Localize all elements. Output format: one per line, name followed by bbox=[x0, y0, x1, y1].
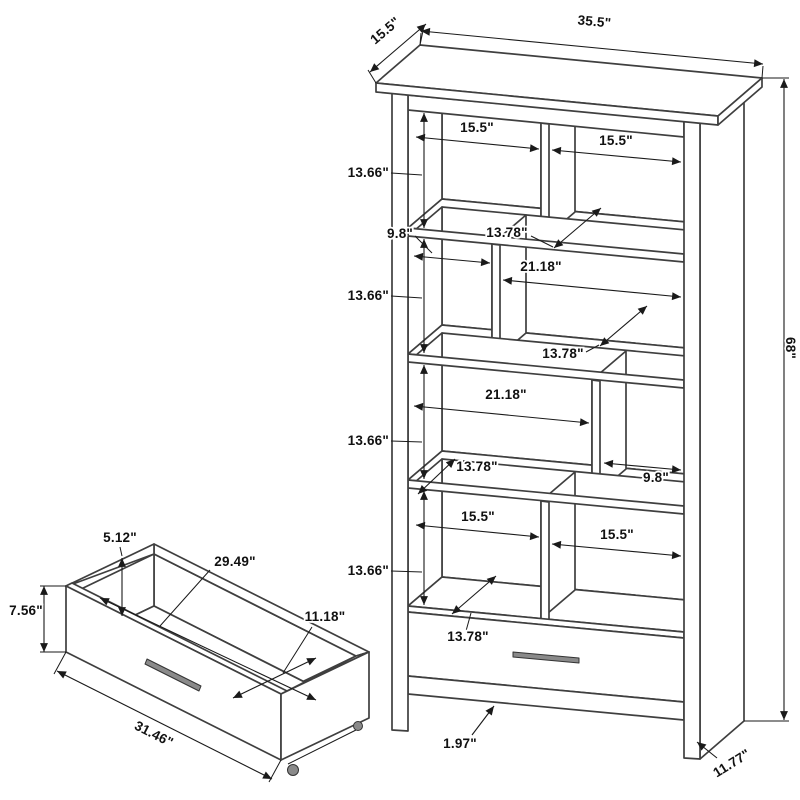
dim-label-overall-height: 68" bbox=[783, 337, 798, 359]
dim-label-row4-right-width: 15.5" bbox=[600, 527, 634, 542]
dim-line-row4-right-width bbox=[551, 540, 682, 560]
top-slab-side-face bbox=[717, 77, 763, 126]
dim-leader-leg bbox=[696, 741, 718, 759]
drawer-right-end-face bbox=[280, 651, 370, 761]
drawer-drawing bbox=[65, 543, 370, 776]
dim-line-row3-depth bbox=[417, 458, 456, 495]
dim-label-row1-depth: 13.78" bbox=[486, 225, 527, 240]
row4-divider-front bbox=[540, 500, 550, 621]
dim-label-row2-height: 13.66" bbox=[348, 288, 389, 303]
dim-label-drawer-inner-depth: 11.18" bbox=[305, 609, 346, 624]
dim-line-row4-left-width bbox=[415, 521, 540, 541]
dim-label-row4-height: 13.66" bbox=[348, 563, 389, 578]
dim-label-row3-left-width: 21.18" bbox=[485, 387, 526, 402]
dim-label-drawer-outer-width: 31.46" bbox=[132, 718, 176, 750]
left-stile-leg bbox=[391, 92, 409, 732]
dim-label-base-rail: 1.97" bbox=[443, 736, 477, 751]
dim-label-overall-depth: 15.5" bbox=[367, 14, 402, 47]
dim-line-overall-width bbox=[420, 27, 764, 68]
dim-label-drawer-front-height: 7.56" bbox=[9, 603, 43, 618]
dim-label-row4-depth: 13.78" bbox=[447, 629, 488, 644]
dim-line-row3-right-width bbox=[603, 459, 682, 474]
dim-label-drawer-inner-length: 29.49" bbox=[214, 554, 255, 569]
dim-label-row2-right-width: 21.18" bbox=[520, 259, 561, 274]
dim-label-row3-right-width: 9.8" bbox=[643, 470, 669, 485]
right-side-panel bbox=[699, 84, 745, 760]
dim-label-row3-height: 13.66" bbox=[348, 433, 389, 448]
dim-line-row2-depth bbox=[599, 305, 648, 347]
dim-label-row1-left-width: 15.5" bbox=[460, 120, 494, 135]
dim-leader-base-rail bbox=[471, 705, 495, 736]
dim-label-row1-height: 13.66" bbox=[348, 165, 389, 180]
right-stile-leg bbox=[683, 120, 701, 760]
dim-line-overall-depth bbox=[369, 23, 427, 73]
dim-line-row4-depth bbox=[451, 575, 497, 615]
dim-label-row3-depth: 13.78" bbox=[456, 459, 497, 474]
dim-label-drawer-inner-height: 5.12" bbox=[103, 530, 137, 545]
dim-label-row2-left-width: 9.8" bbox=[387, 226, 413, 241]
dim-line-row3-left-width bbox=[413, 402, 590, 427]
drawer-glide-rail bbox=[287, 726, 363, 765]
drawer-glide-wheel-back bbox=[353, 721, 363, 731]
dim-label-leg: 11.77" bbox=[710, 746, 752, 780]
dim-line-drawer-outer-width bbox=[56, 670, 273, 780]
dim-line-row1-right-width bbox=[551, 146, 682, 166]
dim-label-overall-width: 35.5" bbox=[577, 12, 612, 30]
dim-line-row2-right-width bbox=[502, 276, 682, 301]
dim-line-row1-left-width bbox=[415, 133, 540, 153]
dim-label-row1-right-width: 15.5" bbox=[599, 133, 633, 148]
drawer-glide-wheel-front bbox=[287, 764, 299, 776]
bookcase-drawer-handle bbox=[512, 651, 580, 664]
dim-label-row4-left-width: 15.5" bbox=[461, 509, 495, 524]
dimension-annotations: 15.5" 35.5" 68" 15.5" 15.5" 13.66" 13.78… bbox=[7, 11, 800, 783]
dim-label-row2-depth: 13.78" bbox=[542, 346, 583, 361]
dim-line-row1-depth bbox=[553, 207, 602, 249]
